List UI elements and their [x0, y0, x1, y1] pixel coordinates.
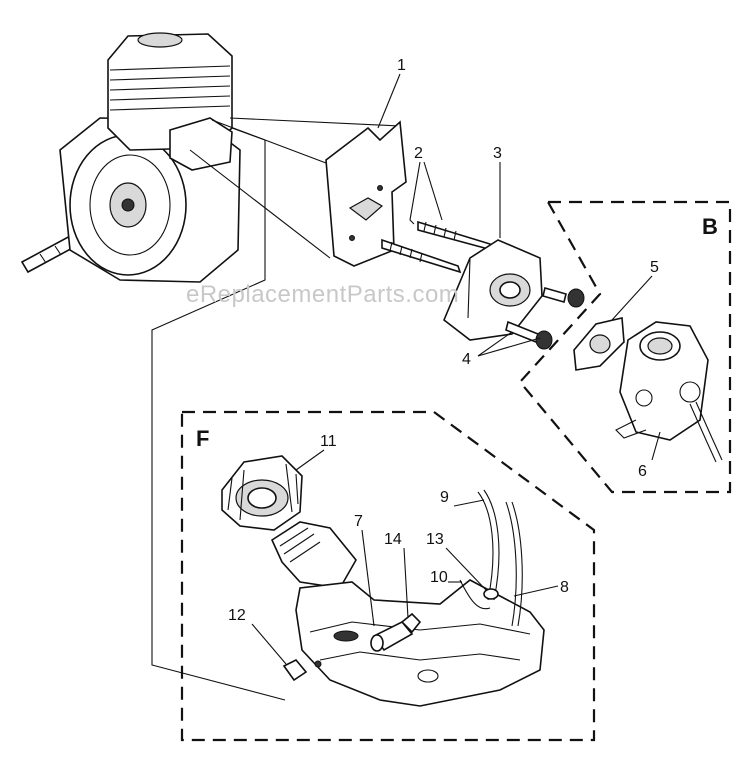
callout-11: 11	[320, 433, 337, 450]
callout-12: 12	[228, 607, 246, 624]
watermark: eReplacementParts.com	[186, 281, 459, 308]
callout-13: 13	[426, 531, 444, 548]
fuel-tank-box-outline	[180, 410, 596, 742]
callout-6: 6	[638, 463, 647, 480]
callout-2: 2	[414, 145, 423, 162]
fuel-lines-part-8-9	[477, 489, 523, 627]
engine-assembly	[20, 32, 241, 283]
fuel-line-part-14	[400, 612, 422, 634]
callout-10: 10	[430, 569, 448, 586]
fuel-cap-part-11	[221, 455, 303, 531]
callout-5: 5	[650, 259, 659, 276]
fuel-tank	[270, 521, 545, 707]
insulator-part-3	[443, 239, 543, 341]
callout-9: 9	[440, 489, 449, 506]
leader-lines	[151, 117, 401, 701]
callout-leaders	[251, 73, 661, 665]
carburetor-box-outline	[518, 200, 732, 494]
carburetor-gasket-part-5	[573, 317, 625, 371]
callout-3: 3	[493, 145, 502, 162]
fuel-tank-box-label: F	[196, 426, 209, 451]
callout-14: 14	[384, 531, 402, 548]
callout-7: 7	[354, 513, 363, 530]
grommet-part-13	[483, 588, 499, 600]
callout-8: 8	[560, 579, 569, 596]
carburetor-box-label: B	[702, 214, 718, 239]
fuel-filter-part-7	[370, 621, 414, 652]
fuel-tank-vent-part-12	[282, 659, 322, 682]
gasket-part-1	[325, 120, 407, 267]
carburetor-part-6	[615, 321, 723, 463]
screws-part-4	[505, 287, 585, 350]
callout-1: 1	[397, 57, 406, 74]
fuel-pickup-part-10	[459, 579, 491, 610]
callout-4: 4	[462, 351, 471, 368]
